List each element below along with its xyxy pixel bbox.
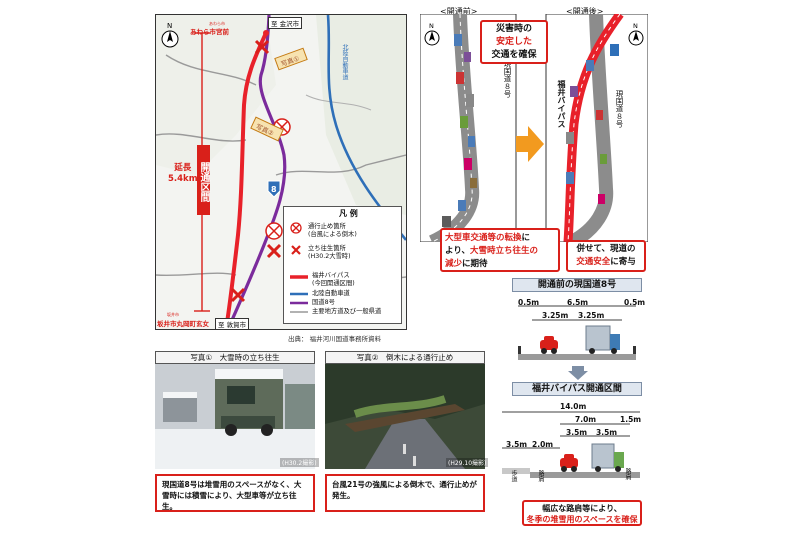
callout-left-red1: 大型車交通等の転換 [445, 233, 522, 243]
bypass-vertical-label: 福井バイパス [557, 80, 566, 128]
callout-top-red: 安定した [495, 37, 532, 47]
length-label: 延長 5.4km [168, 163, 198, 185]
legend-local-road: 主要地方道及び一般県道 [312, 308, 382, 315]
callout-stable-traffic: 災害時の 安定した 交通を確保 [480, 20, 548, 64]
current-d3: 0.5m [624, 298, 646, 307]
bypass-7m: 7.0m [575, 415, 597, 424]
north-letter: N [167, 22, 172, 30]
length-value: 5.4km [168, 174, 198, 184]
walkway-label: 歩道 [510, 470, 517, 482]
bypass-section-title: 福井バイパス開通区間 [512, 382, 642, 396]
current-d4: 3.25m [542, 311, 569, 320]
bypass-truck-icon [591, 443, 624, 472]
snow-space-line1: 幅広な路肩等により、 [542, 504, 622, 513]
callout-left-line2a: より、 [445, 246, 470, 256]
expressway-map-label: 北陸自動車道 [341, 44, 348, 80]
photo1-note: 現国道8号は堆雪用のスペースがなく、大雪時には積雪により、大型車等が立ち往生。 [155, 474, 315, 512]
map-source: 出典： 福井河川国道事務所資料 [288, 335, 382, 343]
legend-closure: 通行止め箇所 (台風による倒木) [308, 223, 357, 239]
callout-traffic-shift: 大型車交通等の転換に より、大雪時立ち往生の 減少に期待 [440, 228, 560, 272]
before-label: <開通前> [440, 7, 478, 16]
before-traffic [442, 34, 477, 227]
after-traffic [566, 44, 619, 204]
start-label: あわら市宮前 [190, 28, 229, 36]
legend-route8: 国道8号 [312, 299, 335, 306]
photo2-stamp: (H29.10撮影) [446, 458, 489, 467]
bypass-3-5m-b: 3.5m [566, 428, 588, 437]
callout-right-line1: 併せて、現道の [576, 244, 636, 254]
north-arrow-after-icon [628, 30, 644, 46]
callout-top-line3: 交通を確保 [491, 50, 537, 60]
bypass-total: 14.0m [560, 402, 587, 411]
legend-stuck-label: 立ち往生箇所 [308, 245, 346, 252]
snow-space-red: 冬季の堆雪用のスペースを確保 [526, 515, 638, 524]
legend-bypass: 福井バイパス (今回開通区間) [312, 272, 355, 288]
start-label-small: あわら市 [209, 21, 225, 26]
callout-left-red3: 減少 [445, 259, 463, 269]
current-d5: 3.25m [578, 311, 605, 320]
photo1-stamp: (H30.2撮影) [280, 458, 319, 467]
closure-legend-icon [290, 222, 302, 234]
bypass-3-5m-a: 3.5m [506, 440, 528, 449]
stuck-legend-icon [291, 245, 301, 255]
truck-icon [585, 325, 620, 354]
north-arrow-icon [161, 30, 179, 48]
car-icon [540, 336, 558, 354]
photo2-note: 台風21号の強風による倒木で、通行止めが発生。 [325, 474, 485, 512]
to-kanazawa-label: 至 金沢市 [268, 17, 303, 29]
legend-expressway: 北陸自動車道 [312, 290, 350, 297]
photo2-caption: 写真② 倒木による通行止め [325, 351, 485, 364]
callout-safety: 併せて、現道の 交通安全に寄与 [566, 240, 646, 272]
photo1-snow-image [155, 364, 315, 469]
north-letter-before: N [429, 22, 434, 30]
down-arrow-icon [568, 366, 588, 380]
legend-stuck: 立ち往生箇所 (H30.2大雪時) [308, 245, 351, 261]
photo1-caption: 写真① 大雪時の立ち往生 [155, 351, 315, 364]
bypass-1-5m: 1.5m [620, 415, 642, 424]
bypass-2m: 2.0m [532, 440, 554, 449]
stuck-marks [230, 39, 282, 303]
to-tsuruga-label: 至 敦賀市 [215, 318, 250, 330]
current-cross-section [518, 305, 636, 360]
end-label-small: 坂井市 [167, 312, 179, 317]
callout-top-line1: 災害時の [495, 24, 532, 34]
end-label: 坂井市丸岡町玄女 [157, 320, 209, 328]
callout-snow-space: 幅広な路肩等により、 冬季の堆雪用のスペースを確保 [522, 500, 642, 526]
current-route-after-label: 現国道８号 [615, 90, 624, 128]
legend-closure-label: 通行止め箇所 [308, 223, 346, 230]
length-title: 延長 [174, 163, 192, 173]
current-route-before-label: 現国道８号 [503, 60, 512, 98]
after-label: <開通後> [566, 7, 604, 16]
legend-symbols [290, 222, 302, 255]
callout-left-mid1: に [521, 233, 531, 243]
north-arrow-before-icon [424, 30, 440, 46]
transition-arrow-icon [516, 126, 544, 162]
photo2-fallen-tree-image [325, 364, 485, 469]
route-8-shield-icon [267, 180, 281, 198]
callout-right-line2b: に寄与 [610, 257, 636, 267]
callout-left-line3b: に期待 [462, 259, 488, 269]
shoulder-label: 路肩 [537, 470, 544, 482]
route-shield-number: 8 [271, 185, 277, 194]
bypass-3-5m-c: 3.5m [596, 428, 618, 437]
opened-section-badge: 開通区間 [197, 145, 210, 215]
legend-bypass-sub: (今回開通区間) [312, 280, 355, 287]
legend-closure-sub: (台風による倒木) [308, 231, 357, 238]
legend-stuck-sub: (H30.2大雪時) [308, 253, 351, 260]
callout-left-red2: 大雪時立ち往生の [470, 246, 539, 256]
callout-right-red: 交通安全 [576, 257, 611, 267]
map-legend [283, 206, 402, 324]
shoulder-label-right: 路肩 [624, 468, 631, 480]
legend-title: 凡 例 [339, 209, 358, 218]
current-section-title: 開通前の現国道8号 [512, 278, 642, 292]
north-letter-after: N [633, 22, 638, 30]
legend-lines [290, 275, 308, 313]
bypass-cross-section [502, 411, 640, 478]
legend-bypass-label: 福井バイパス [312, 272, 350, 279]
current-d1: 0.5m [518, 298, 540, 307]
bypass-car-icon [560, 454, 578, 472]
current-d2: 6.5m [567, 298, 589, 307]
